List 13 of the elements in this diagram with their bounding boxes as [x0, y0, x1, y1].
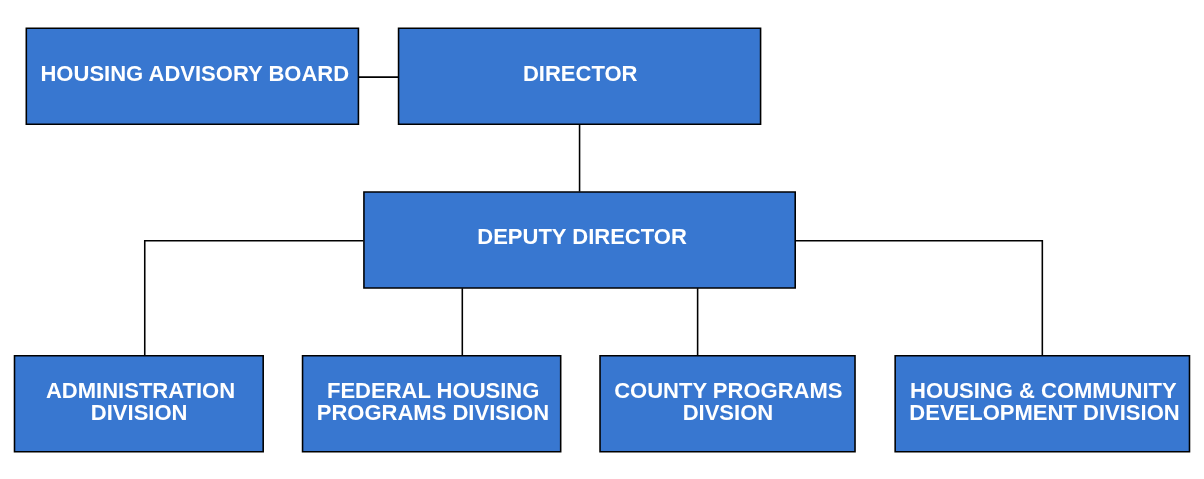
node-box: FEDERAL HOUSING PROGRAMS DIVISION — [301, 354, 562, 452]
connector — [143, 239, 365, 356]
connector — [578, 123, 581, 192]
connector — [358, 75, 400, 78]
node-box: DEPUTY DIRECTOR — [363, 190, 796, 289]
node-box: HOUSING & COMMUNITY DEVELOPMENT DIVISION — [894, 354, 1191, 452]
connector — [696, 286, 699, 356]
node-box: HOUSING ADVISORY BOARD — [25, 27, 360, 125]
node-box: ADMINISTRATION DIVISION — [13, 354, 264, 452]
connector — [794, 239, 1044, 356]
node-box: COUNTY PROGRAMS DIVSION — [599, 354, 856, 452]
node-box: DIRECTOR — [397, 27, 762, 125]
connector — [461, 286, 464, 356]
